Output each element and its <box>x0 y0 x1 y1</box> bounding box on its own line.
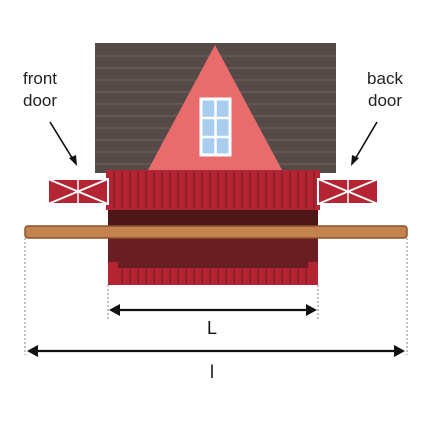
back-door <box>317 178 379 205</box>
back-door-pointer-head <box>351 155 359 166</box>
barn-lower-shadow <box>108 238 318 268</box>
outer-length-head-right <box>394 345 405 357</box>
front-door-pointer <box>49 121 77 166</box>
barn-body <box>106 170 320 285</box>
back-door-label-line2: door <box>368 91 402 110</box>
plank-board <box>24 225 408 239</box>
plank <box>24 225 408 239</box>
front-door-pointer-head <box>69 155 77 166</box>
outer-length-arrow <box>27 345 405 357</box>
front-door <box>47 178 109 205</box>
front-door-pointer-line <box>49 121 75 162</box>
front-door-label-line2: door <box>23 91 57 110</box>
inner-length-arrow <box>109 304 317 316</box>
inner-length-head-left <box>109 304 120 316</box>
barn-floor-lines <box>121 269 307 284</box>
gable-window <box>199 97 232 157</box>
front-door-label-line1: front <box>23 69 57 88</box>
outer-length-head-left <box>27 345 38 357</box>
inner-length-head-right <box>306 304 317 316</box>
outer-length-label: l <box>210 362 214 382</box>
inner-length-label: L <box>207 318 217 338</box>
back-door-pointer <box>351 121 378 166</box>
barn-siding-lines <box>113 171 315 209</box>
back-door-label-line1: back <box>367 69 403 88</box>
barn-siding <box>106 170 320 210</box>
back-door-pointer-line <box>353 121 378 162</box>
